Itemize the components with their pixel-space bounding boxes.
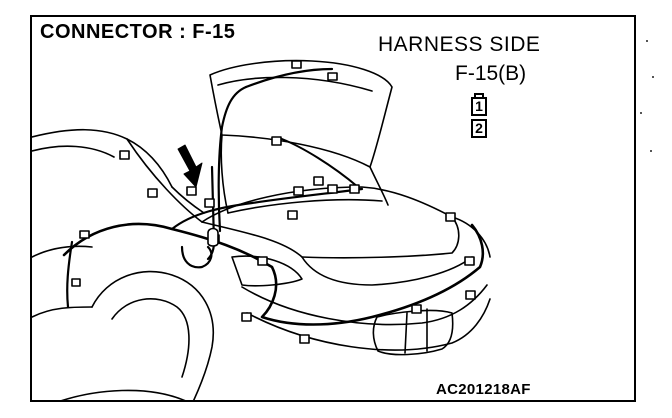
harness-upper-branch [170,187,364,231]
pin-2: 2 [471,119,487,138]
connector-pin-diagram: 1 2 [468,93,490,143]
connector-f15 [207,227,219,247]
rear-wheel-arch [91,270,214,400]
license-recess-inner [404,308,428,354]
license-recess [372,309,454,356]
windshield-line [32,145,115,158]
connector-id-label: F-15(B) [455,62,527,85]
harness-side-label: HARNESS SIDE [378,33,541,56]
harness-trunk-loop [180,245,213,269]
harness-lid-branch [217,85,248,233]
trunk-lid-edge [220,134,229,214]
trunk-lid-inner [217,76,373,92]
car-rear-illustration [32,59,491,400]
scan-speck [640,112,642,114]
connector-title: CONNECTOR : F-15 [40,21,236,43]
harness-lid-right [281,138,359,188]
harness-main [62,222,485,326]
trunk-inner-floor [227,198,383,214]
harness-left-branch [66,240,74,309]
scan-speck [646,40,648,42]
rear-quarter-top [451,216,491,258]
pin-1: 1 [471,97,487,116]
trunk-lid-hinge-line [369,166,389,206]
connector-latch [474,93,484,98]
rear-bumper [241,284,488,326]
harness-lid-top [244,67,334,89]
rear-deck [201,221,473,286]
figure-code: AC201218AF [436,381,531,398]
indicator-arrow [177,144,203,188]
diagram-frame: CONNECTOR : F-15 HARNESS SIDE F-15(B) 1 … [30,15,636,402]
trunk-opening [201,186,460,259]
trunk-lid-outline [209,59,393,168]
bumper-lower [246,298,491,351]
rear-wheel-inner [111,298,190,378]
scan-speck [650,150,652,152]
side-sill [61,389,186,400]
scan-speck [652,76,654,78]
roof-line [32,128,173,188]
rear-window-edge [171,186,205,214]
rear-side-body [32,245,93,318]
